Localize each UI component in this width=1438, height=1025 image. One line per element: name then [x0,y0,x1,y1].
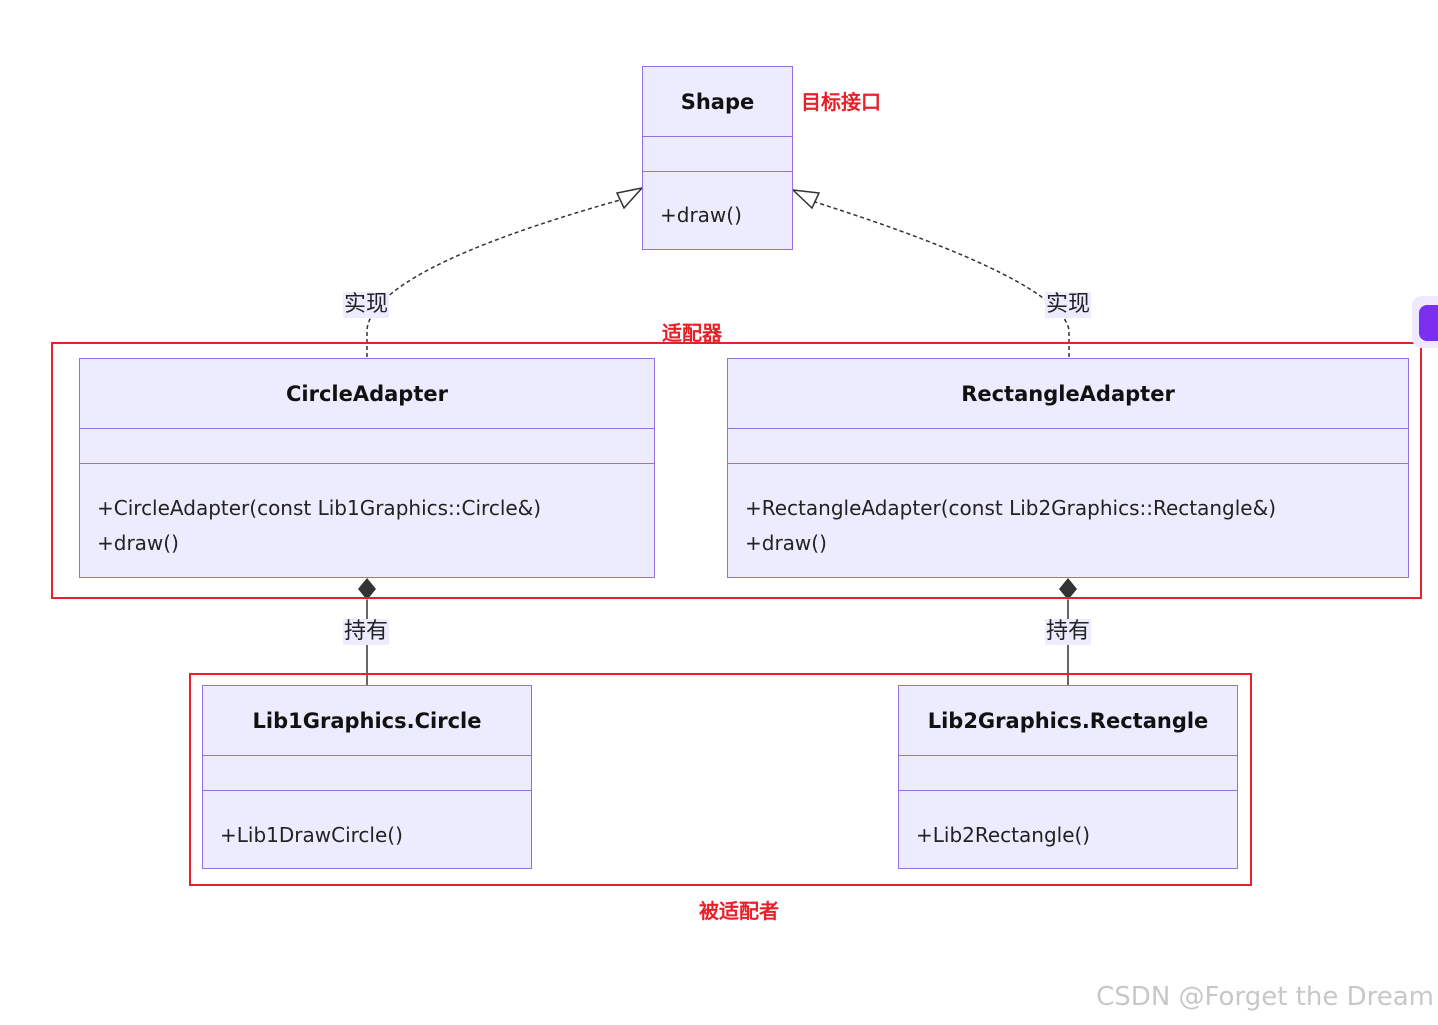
class-divider [899,755,1237,756]
side-floating-tab-icon[interactable] [1419,305,1438,341]
realization-edge-circle [366,199,621,357]
annotation-target-interface: 目标接口 [801,90,881,114]
class-divider [728,428,1408,429]
adaptee-group-frame [189,673,1252,886]
class-shape-name: Shape [680,90,755,114]
class-divider [643,171,792,172]
class-method: +CircleAdapter(const Lib1Graphics::Circl… [97,496,542,520]
class-method: +draw() [97,531,179,555]
composition-label-circle: 持有 [343,619,390,645]
realization-label-circle: 实现 [343,292,390,318]
composition-diamond-rectangle [1059,578,1077,600]
class-lib1-circle-name: Lib1Graphics.Circle [252,709,482,733]
class-divider [80,428,654,429]
class-divider [203,790,531,791]
adapter-group-frame [51,342,1422,599]
class-divider [643,136,792,137]
class-method: +draw() [745,531,827,555]
watermark: CSDN @Forget the Dream [1096,982,1434,1012]
class-circle-adapter[interactable]: CircleAdapter +CircleAdapter(const Lib1G… [79,358,655,578]
class-method: +Lib2Rectangle() [916,823,1091,847]
annotation-adaptee: 被适配者 [699,899,779,923]
class-rectangle-adapter-name: RectangleAdapter [961,382,1175,406]
class-divider [80,463,654,464]
class-divider [203,755,531,756]
class-lib2-rectangle-name: Lib2Graphics.Rectangle [927,709,1209,733]
class-shape[interactable]: Shape +draw() [642,66,793,250]
class-method: +RectangleAdapter(const Lib2Graphics::Re… [745,496,1277,520]
class-rectangle-adapter[interactable]: RectangleAdapter +RectangleAdapter(const… [727,358,1409,578]
realization-arrowhead-circle [615,186,645,210]
class-circle-adapter-name: CircleAdapter [286,382,448,406]
realization-label-rectangle: 实现 [1045,292,1092,318]
class-method: +draw() [660,203,742,227]
realization-edge-rectangle [814,201,1070,357]
class-lib2-rectangle[interactable]: Lib2Graphics.Rectangle +Lib2Rectangle() [898,685,1238,869]
class-divider [728,463,1408,464]
class-lib1-circle[interactable]: Lib1Graphics.Circle +Lib1DrawCircle() [202,685,532,869]
annotation-adapter: 适配器 [662,321,722,345]
composition-diamond-circle [358,578,376,600]
realization-arrowhead-rectangle [790,188,821,210]
class-method: +Lib1DrawCircle() [220,823,403,847]
composition-label-rectangle: 持有 [1045,619,1092,645]
class-divider [899,790,1237,791]
